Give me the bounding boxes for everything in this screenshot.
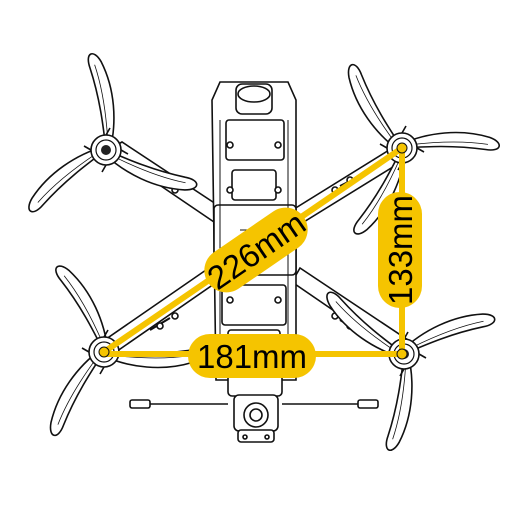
dimension-label-vertical: 133mm	[378, 192, 422, 308]
dimension-text-horizontal: 181mm	[197, 338, 307, 375]
drone-camera	[129, 371, 379, 443]
dimension-endpoints	[98, 142, 408, 360]
dimension-label-horizontal: 181mm	[188, 334, 316, 378]
prop-rear-left	[29, 259, 204, 438]
dimension-text-vertical: 133mm	[382, 195, 419, 305]
prop-rear-right	[314, 290, 497, 452]
prop-front-left	[16, 52, 199, 214]
